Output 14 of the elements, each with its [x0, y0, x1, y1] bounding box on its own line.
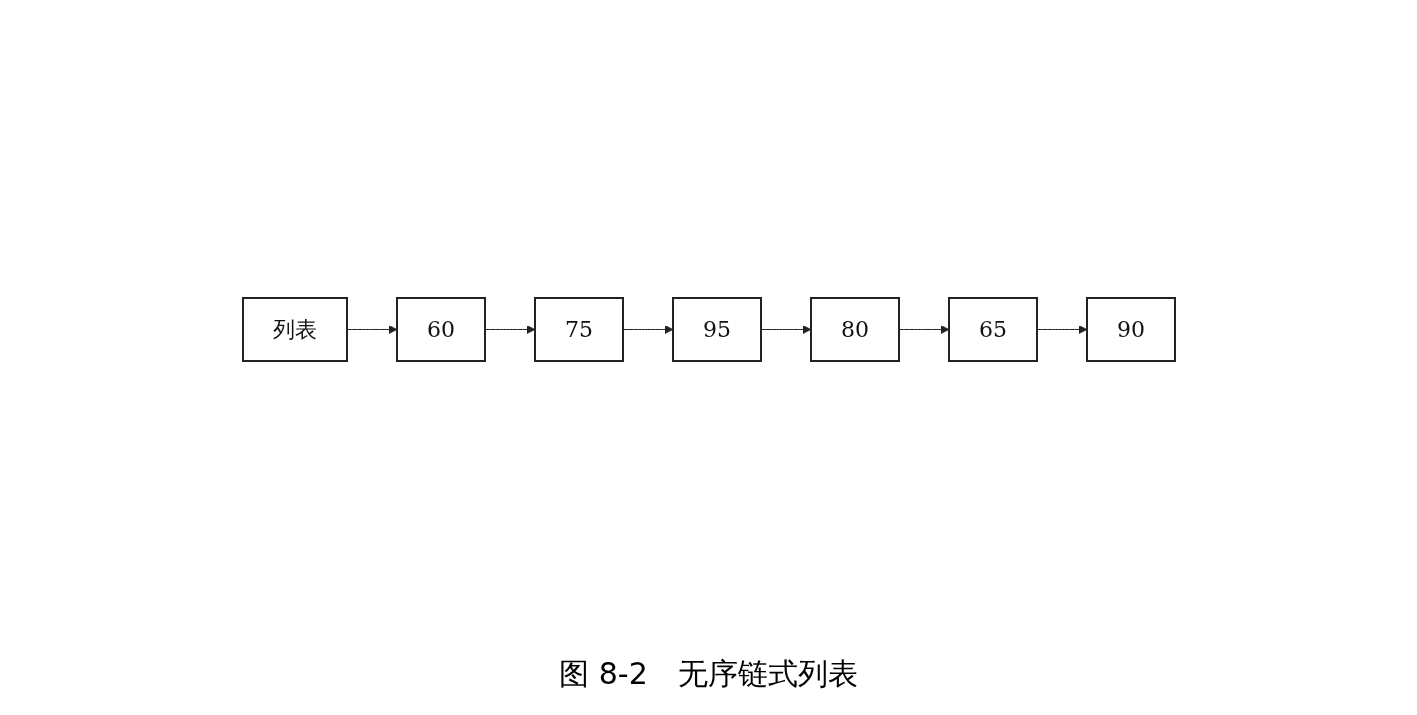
arrow: [346, 324, 397, 334]
arrow: [622, 324, 673, 334]
node-box: 80: [809, 296, 900, 362]
node-box: 65: [947, 296, 1038, 362]
node-box: 90: [1085, 296, 1176, 362]
node-box: 95: [671, 296, 762, 362]
node-box: 75: [533, 296, 624, 362]
arrow: [1036, 324, 1087, 334]
node-box: 列表: [241, 296, 348, 362]
figure-caption: 图 8-2 无序链式列表: [559, 655, 858, 693]
node-box: 60: [395, 296, 486, 362]
arrow: [898, 324, 949, 334]
arrow: [484, 324, 535, 334]
arrow: [760, 324, 811, 334]
